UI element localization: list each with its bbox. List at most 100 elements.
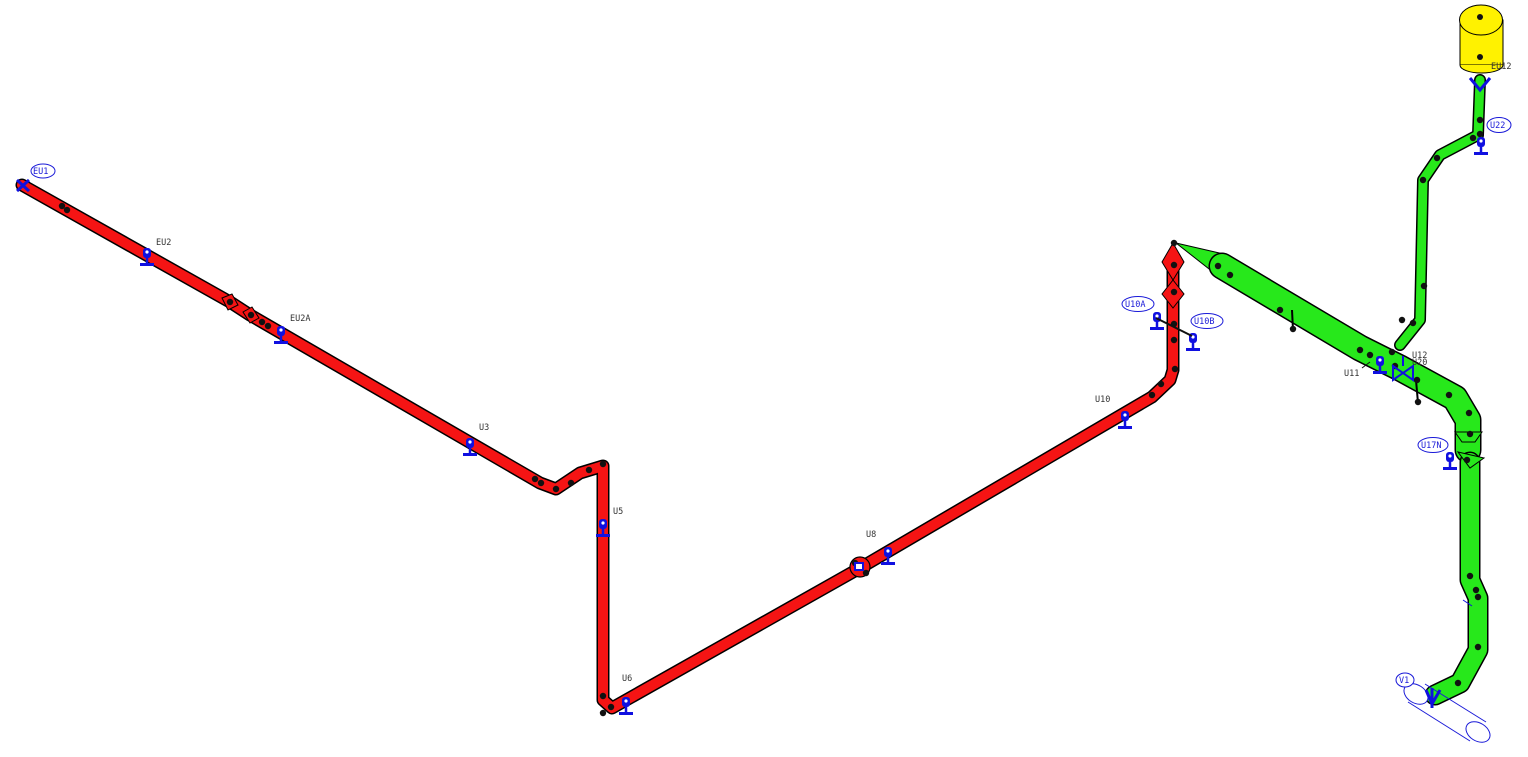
label-u17n: U17N <box>1421 441 1441 451</box>
node-dot <box>1419 176 1427 184</box>
label-v1: V1 <box>1399 676 1409 686</box>
node-dot <box>1409 319 1417 327</box>
node-dot <box>599 692 607 700</box>
node-dots <box>58 116 1484 717</box>
node-dot <box>585 466 593 474</box>
label-eu12: EU12 <box>1491 62 1511 72</box>
misc-symbols <box>854 77 1492 708</box>
pipe-supports <box>140 77 1492 715</box>
label-u8: U8 <box>866 530 876 540</box>
node-dot <box>1289 325 1297 333</box>
support-u17n-icon <box>1443 452 1457 470</box>
node-dot <box>264 322 272 330</box>
node-dot <box>1414 398 1422 406</box>
support-u3-icon <box>463 438 477 456</box>
support-u5-icon <box>596 519 610 537</box>
label-u10b: U10B <box>1194 317 1214 327</box>
node-dot <box>1171 365 1179 373</box>
node-dot <box>537 479 545 487</box>
node-dot <box>63 206 71 214</box>
support-u10b-icon <box>1186 333 1200 351</box>
node-dot <box>552 485 560 493</box>
label-eu2: EU2 <box>156 238 171 248</box>
support-u10-icon <box>1118 411 1132 429</box>
u22-label-bubble <box>1486 117 1512 133</box>
node-dot <box>1474 643 1482 651</box>
label-eu1: EU1 <box>33 167 48 177</box>
u11-leader <box>1361 361 1371 369</box>
node-dot <box>1226 271 1234 279</box>
node-dot <box>1476 116 1484 124</box>
u10b-label-bubble <box>1190 313 1224 329</box>
node-dot <box>1469 134 1477 142</box>
node-dot <box>1356 346 1364 354</box>
anchor-eu1-icon <box>15 178 31 193</box>
node-dot <box>1214 262 1222 270</box>
green-pipe-run <box>1175 74 1489 706</box>
node-dot <box>862 569 870 577</box>
node-dot <box>1463 456 1471 464</box>
support-u8-icon <box>881 547 895 565</box>
node-labels: EU1 EU2 EU2A U3 U5 U6 U8 U10 U10A U10B U… <box>30 62 1512 688</box>
support-u22-icon <box>1474 137 1488 155</box>
u17n-label-bubble <box>1417 437 1449 453</box>
node-dot <box>1388 348 1396 356</box>
label-u10a: U10A <box>1125 300 1145 310</box>
label-u20: U20 <box>1412 358 1427 368</box>
label-u22: U22 <box>1490 121 1505 131</box>
node-dot <box>1157 380 1165 388</box>
node-dot <box>1466 430 1474 438</box>
node-dot <box>1472 586 1480 594</box>
node-dot <box>1476 130 1484 138</box>
vessel-top <box>1459 4 1504 74</box>
label-u5: U5 <box>613 507 623 517</box>
green-upper-riser <box>1395 75 1485 350</box>
green-stub-3 <box>1462 599 1473 607</box>
label-u10: U10 <box>1095 395 1110 405</box>
node-dot <box>1170 336 1178 344</box>
support-u11-icon <box>1373 356 1387 374</box>
valve-u12-icon <box>1392 356 1414 382</box>
node-dot <box>1433 154 1441 162</box>
green-main-branch <box>1210 254 1480 462</box>
node-dot <box>1170 261 1178 269</box>
label-u12: U12 <box>1412 351 1427 361</box>
label-eu2a: EU2A <box>290 314 310 324</box>
v1-label-bubble <box>1395 672 1415 688</box>
label-u3: U3 <box>479 423 489 433</box>
node-dot <box>1276 306 1284 314</box>
support-eu2-icon <box>140 248 154 266</box>
node-dot <box>1445 391 1453 399</box>
node-dot <box>1420 282 1428 290</box>
node-dot <box>599 709 607 717</box>
node-dot <box>258 318 266 326</box>
support-u6-icon <box>619 697 633 715</box>
node-dot <box>599 460 607 468</box>
node-dot <box>1466 572 1474 580</box>
red-pipe <box>17 180 1178 713</box>
node-dot <box>1398 316 1406 324</box>
node-dot <box>1474 593 1482 601</box>
node-dot <box>1148 391 1156 399</box>
node-dot <box>1170 239 1178 247</box>
u10a-leader <box>1155 317 1193 337</box>
node-dot <box>247 311 255 319</box>
u10a-label-bubble <box>1121 296 1155 312</box>
green-flange-1 <box>1454 431 1483 443</box>
eu1-label-bubble <box>30 163 56 179</box>
node-dot <box>1366 351 1374 359</box>
vessel-v1 <box>1403 683 1491 743</box>
red-pipe-run <box>15 178 1185 715</box>
node-dot <box>607 703 615 711</box>
node-dot <box>1454 679 1462 687</box>
node-dot <box>1413 376 1421 384</box>
support-eu2a-icon <box>274 326 288 344</box>
node-dot <box>1465 409 1473 417</box>
label-u6: U6 <box>622 674 632 684</box>
red-reducer-top <box>1161 242 1185 281</box>
node-dot <box>567 479 575 487</box>
node-dot <box>531 475 539 483</box>
label-u11: U11 <box>1344 369 1359 379</box>
node-dot <box>226 298 234 306</box>
